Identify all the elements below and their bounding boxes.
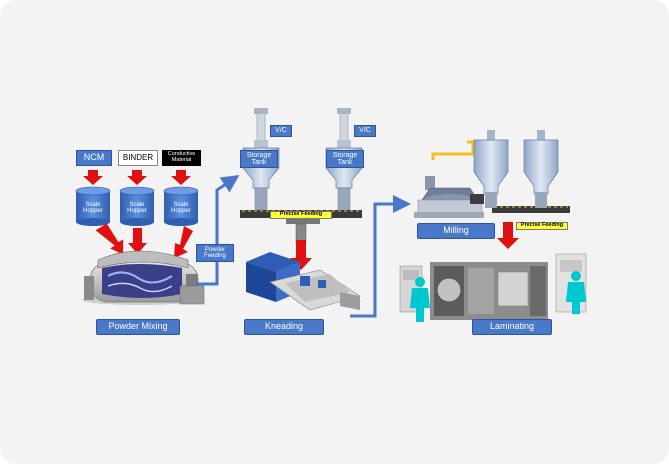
milling-tank-1-shape [473, 130, 509, 208]
stage-laminating: Laminating [472, 319, 552, 335]
storage-tank-2-label: Storage Tank [326, 150, 364, 168]
scale-hopper-1-shape [75, 186, 111, 226]
operator-right [566, 271, 586, 314]
stage-powder-mixing: Powder Mixing [96, 319, 180, 335]
vc-label-2: V/C [354, 125, 376, 137]
stage-kneading: Kneading [244, 319, 324, 335]
input-arrow-1 [83, 170, 103, 185]
powder-mixer-machine [82, 250, 205, 305]
laminating-arrow [497, 222, 519, 249]
input-binder: BINDER [118, 150, 158, 166]
input-arrow-2 [127, 170, 147, 185]
scale-hopper-3-label: Scale Hopper [171, 201, 191, 214]
hopper-arrow-1 [95, 223, 124, 255]
powder-feeding-label: Powder Feeding [196, 244, 234, 262]
milling-machine [414, 140, 484, 218]
laminating-machine [399, 253, 587, 320]
scale-hopper-2-label: Scale Hopper [127, 201, 147, 214]
flow-arrow-kneading-to-milling [350, 195, 411, 318]
input-conductive-material: Conductive Material [162, 150, 201, 166]
flow-arrow-mixing-to-storage [195, 175, 240, 286]
operator-left [410, 277, 430, 322]
input-ncm: NCM [76, 150, 112, 166]
scale-hopper-2-shape [119, 186, 155, 226]
precise-feeding-label-2: Precise Feeding [516, 222, 568, 230]
hopper-arrow-2 [128, 228, 147, 254]
scale-hopper-3-shape [163, 186, 199, 226]
hopper-arrow-3 [174, 226, 193, 258]
scale-hopper-1-label: Scale Hopper [83, 201, 103, 214]
input-arrow-3 [171, 170, 191, 185]
vc-label-1: V/C [270, 125, 292, 137]
storage-tank-1-label: Storage Tank [240, 150, 278, 168]
stage-milling: Milling [417, 223, 495, 239]
milling-tank-2-shape [523, 130, 559, 208]
milling-feeder-screw [492, 206, 570, 213]
precise-feeding-label-1: Precise Feeding [270, 211, 332, 219]
kneading-extruder [246, 252, 361, 311]
